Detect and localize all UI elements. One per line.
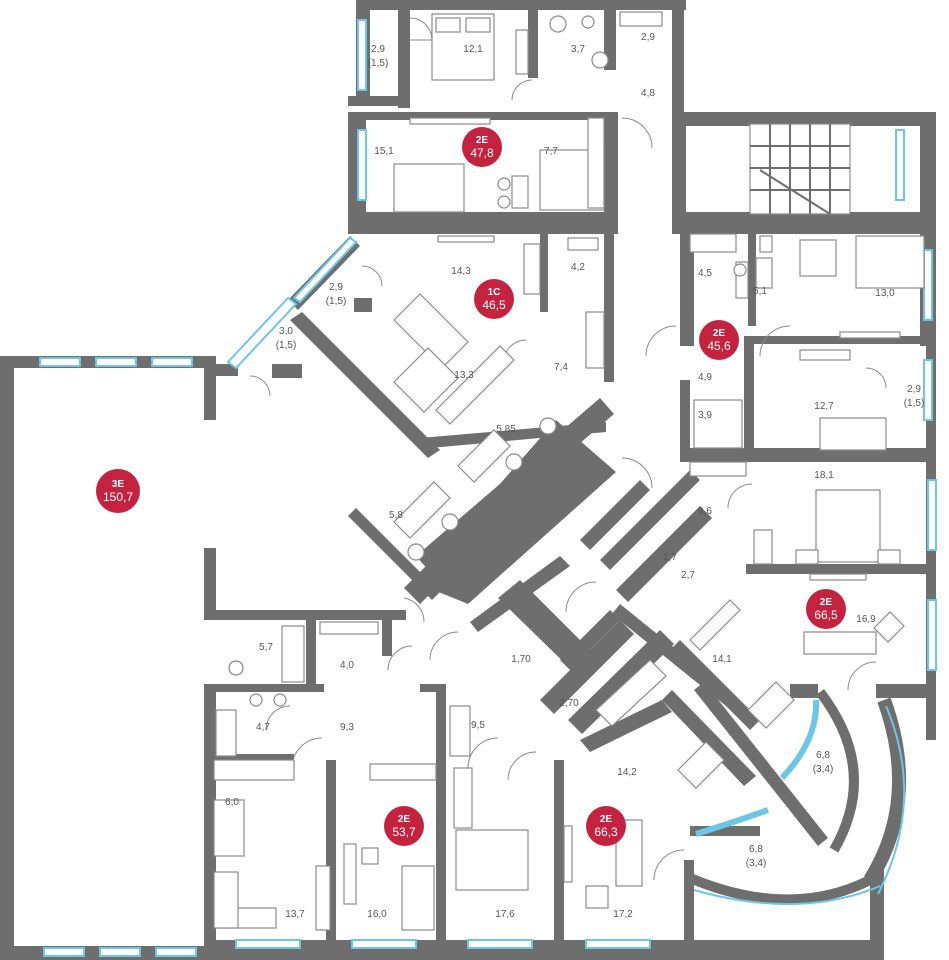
apartment-type: 2Е [398,814,411,825]
room-balcony-coef-label: (1,5) [904,398,925,409]
room-area-label: 2,9 [329,282,343,293]
room-area-label: 13,7 [285,909,305,920]
room-area-label: 2,7 [681,570,695,581]
room-area-label: 9,5 [471,720,485,731]
room-area-label: 4,8 [641,88,655,99]
badge-circle[interactable] [384,806,424,846]
room-area-label: 1,70 [511,654,531,665]
room-area-label: 7,7 [544,146,558,157]
room-balcony-coef-label: (1,5) [276,340,297,351]
apartment-area: 46,5 [482,298,506,312]
room-area-label: 16,9 [856,614,876,625]
badge-circle[interactable] [462,127,502,167]
furniture [213,11,925,931]
room-area-label: 4,2 [571,262,585,273]
apartment-area: 53,7 [392,825,416,839]
room-area-label: 5,85 [496,424,516,435]
room-area-label: 7,4 [554,362,568,373]
room-area-label: 5,7 [259,642,273,653]
room-area-label: 2,9 [641,32,655,43]
room-area-label: 18,1 [814,470,834,481]
room-area-label: 17,2 [613,909,633,920]
badge-circle[interactable] [474,279,514,319]
room-area-label: 4,9 [698,372,712,383]
room-area-label: 15,1 [374,146,394,157]
apartment-area: 150,7 [103,490,133,504]
room-area-label: 9,6 [698,506,712,517]
room-area-label: 14,2 [617,767,637,778]
room-area-label: 6,8 [816,750,830,761]
room-area-label: 13,3 [454,370,474,381]
apartment-area: 45,6 [707,339,731,353]
room-balcony-coef-label: (3,4) [813,764,834,775]
apartment-area: 66,3 [594,825,618,839]
badge-circle[interactable] [699,320,739,360]
room-area-label: 13,0 [875,288,895,299]
room-area-label: 6,0 [225,797,239,808]
room-area-label: 9,3 [340,722,354,733]
badge-circle[interactable] [96,469,140,513]
room-balcony-coef-label: (1,5) [326,296,347,307]
room-area-label: 4,0 [340,660,354,671]
room-area-label: 2,9 [371,44,385,55]
room-area-label: 3,9 [698,410,712,421]
room-area-label: 3,7 [571,44,585,55]
room-balcony-coef-label: (1,5) [368,58,389,69]
room-labels: 2,9 (1,5) 12,1 3,7 2,9 4,8 15,1 7,7 14,3 4,2 2,9 (1… [225,32,924,920]
room-area-label: 14,1 [712,654,732,665]
room-area-label: 5,8 [389,510,403,521]
apartment-type: 2Е [820,597,833,608]
room-balcony-coef-label: (3,4) [746,858,767,869]
apartment-type: 2Е [713,328,726,339]
room-area-label: 5,1 [753,286,767,297]
room-area-label: 12,1 [463,44,483,55]
badge-circle[interactable] [586,806,626,846]
apartment-type: 2Е [476,135,489,146]
room-area-label: 1,7 [663,552,677,563]
room-area-label: 17,6 [495,909,515,920]
apartment-area: 66,5 [814,608,838,622]
apartment-type: 1С [488,287,501,298]
room-area-label: 12,7 [814,401,834,412]
room-area-label: 6,8 [749,844,763,855]
room-area-label: 2,9 [907,384,921,395]
apartment-area: 47,8 [470,146,494,160]
room-area-label: 3,0 [279,326,293,337]
apartment-type: 2Е [600,814,613,825]
room-area-label: 4,7 [256,722,270,733]
room-area-label: 4,5 [698,268,712,279]
apartment-badges: 2Е47,81С46,52Е45,63Е150,72Е66,52Е53,72Е6… [96,127,846,846]
room-area-label: 2,70 [559,698,579,709]
room-area-label: 16,0 [367,909,387,920]
windows [39,19,937,957]
room-area-label: 14,3 [451,266,471,277]
badge-circle[interactable] [806,589,846,629]
apartment-type: 3Е [112,479,125,490]
